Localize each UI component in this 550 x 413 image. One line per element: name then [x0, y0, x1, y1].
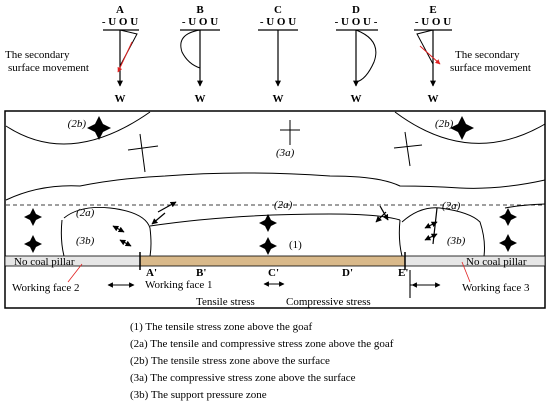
- stress-markers: [24, 116, 517, 255]
- profile-axis: - U O U: [102, 16, 138, 28]
- profile-axis: - U O U: [182, 16, 218, 28]
- zone-label-2b-right: (2b): [435, 118, 454, 130]
- working-face-3: Working face 3: [462, 282, 530, 294]
- secondary-movement-label-right-2: surface movement: [450, 62, 531, 74]
- zone-label-2a-center: (2a): [274, 199, 293, 211]
- point-d: D': [342, 267, 353, 279]
- profile-w: W: [115, 93, 126, 105]
- profile-axis: - U O U -: [335, 16, 378, 28]
- legend: (1) The tensile stress zone above the go…: [130, 321, 394, 401]
- secondary-movement-label-left: The secondary: [5, 49, 70, 61]
- working-face-1: Working face 1: [145, 279, 213, 291]
- profile-b: B - U O U W: [180, 4, 220, 105]
- legend-item-1: (1) The tensile stress zone above the go…: [130, 321, 312, 333]
- legend-item-2b: (2b) The tensile stress zone above the s…: [130, 355, 330, 367]
- secondary-movement-label-right: The secondary: [455, 49, 520, 61]
- profile-letter: A: [116, 4, 124, 16]
- working-face-2: Working face 2: [12, 282, 80, 294]
- profile-letter: E: [429, 4, 436, 16]
- profile-a: A - U O U W: [102, 4, 139, 105]
- profile-axis: - U O U: [260, 16, 296, 28]
- point-e: E': [398, 267, 408, 279]
- profile-w: W: [428, 93, 439, 105]
- no-coal-pillar-left: No coal pillar: [14, 256, 75, 268]
- legend-item-3a: (3a) The compressive stress zone above t…: [130, 372, 356, 384]
- no-coal-pillar-right: No coal pillar: [466, 256, 527, 268]
- secondary-movement-label-left-2: surface movement: [8, 62, 89, 74]
- secondary-movement-arrow: [419, 45, 441, 65]
- profile-d: D - U O U - W: [335, 4, 378, 105]
- profile-c: C - U O U W: [258, 4, 298, 105]
- profile-axis: - U O U: [415, 16, 451, 28]
- zone-label-3b-left: (3b): [76, 235, 95, 247]
- point-a: A': [146, 267, 157, 279]
- profile-w: W: [273, 93, 284, 105]
- zone-label-2a-left: (2a): [76, 207, 95, 219]
- tensile-stress-label: Tensile stress: [196, 296, 255, 308]
- zone-label-1: (1): [289, 239, 302, 251]
- secondary-movement-arrow: [117, 41, 133, 73]
- zone-label-3b-right: (3b): [447, 235, 466, 247]
- zone-label-2a-right: (2a): [442, 200, 461, 212]
- strata-frame: [4, 110, 546, 309]
- profile-letter: D: [352, 4, 360, 16]
- point-b: B': [196, 267, 206, 279]
- profile-e: E - U O U W: [414, 4, 452, 105]
- profile-w: W: [351, 93, 362, 105]
- zone-label-2b-left: (2b): [68, 118, 87, 130]
- profile-letter: C: [274, 4, 282, 16]
- compressive-stress-label: Compressive stress: [286, 296, 371, 308]
- goaf-seam: [139, 255, 406, 267]
- profile-w: W: [195, 93, 206, 105]
- zone-label-3a: (3a): [276, 147, 295, 159]
- profile-letter: B: [196, 4, 204, 16]
- point-c: C': [268, 267, 279, 279]
- legend-item-3b: (3b) The support pressure zone: [130, 389, 267, 401]
- legend-item-2a: (2a) The tensile and compressive stress …: [130, 338, 394, 350]
